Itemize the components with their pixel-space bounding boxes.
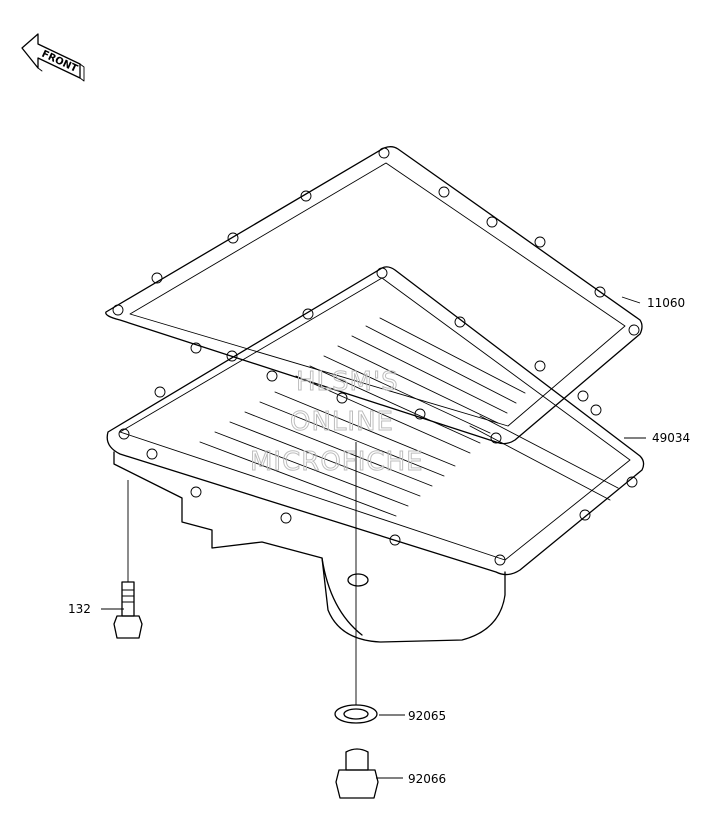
bolt bbox=[113, 581, 143, 639]
part-number-92066: 92066 bbox=[408, 772, 446, 786]
part-number-92065: 92065 bbox=[408, 709, 446, 723]
front-arrow-icon: FRONT bbox=[21, 33, 85, 82]
part-number-11060: 11060 bbox=[647, 296, 685, 310]
part-number-49034: 49034 bbox=[652, 431, 690, 445]
watermark-line2: ONLINE bbox=[290, 407, 394, 437]
drain-plug bbox=[335, 748, 379, 799]
pan-cooling-fins bbox=[199, 317, 619, 517]
leader-11060 bbox=[621, 296, 641, 304]
washer bbox=[334, 704, 378, 724]
watermark-line1: HLSM'S bbox=[296, 367, 399, 397]
gasket bbox=[105, 146, 643, 445]
leader-132 bbox=[101, 480, 129, 610]
oil-pan bbox=[106, 266, 645, 643]
watermark-line3: MICROFICHE bbox=[250, 447, 424, 477]
watermark: HLSM'S ONLINE MICROFICHE bbox=[250, 367, 424, 478]
part-number-132: 132 bbox=[68, 602, 91, 616]
gasket-bolt-holes bbox=[112, 147, 640, 444]
leader-92065 bbox=[355, 442, 405, 716]
pan-bolt-holes bbox=[118, 267, 638, 566]
